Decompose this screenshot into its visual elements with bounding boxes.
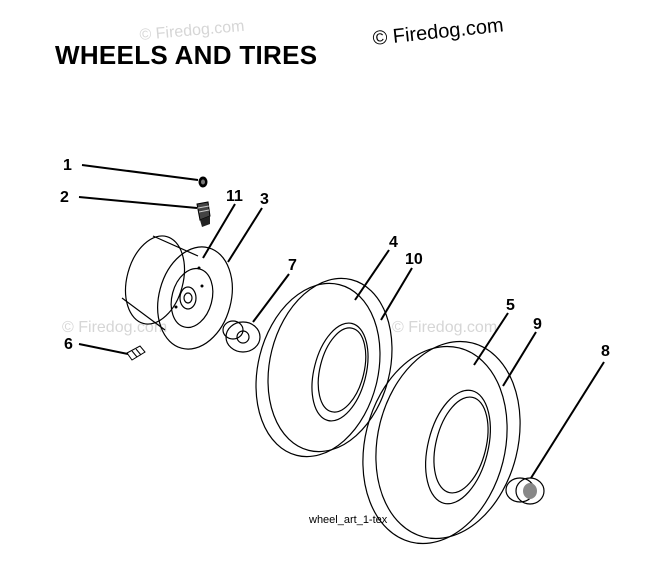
figure-caption: wheel_art_1-tex [309, 514, 388, 526]
callout-8: 8 [601, 343, 610, 360]
leader-line-11 [202, 203, 236, 259]
callout-6: 6 [64, 336, 73, 353]
callout-9: 9 [533, 316, 542, 333]
watermark-left: © Firedog.com [62, 319, 167, 336]
leader-line-3 [227, 207, 263, 263]
wheel-rim-part [121, 235, 233, 350]
diagram-title: WHEELS AND TIRES [55, 40, 318, 70]
callout-1: 1 [63, 157, 72, 174]
leader-line-2 [78, 196, 198, 209]
tire-rear-part [362, 340, 521, 545]
leader-line-8 [530, 361, 605, 479]
hub-cap-part [505, 477, 545, 505]
watermark-top: © Firedog.com [139, 18, 245, 44]
callout-11: 11 [226, 188, 243, 205]
bushing-part [222, 320, 261, 353]
leader-line-1 [81, 164, 199, 181]
callout-2: 2 [60, 189, 69, 206]
grease-fitting-part [126, 345, 146, 361]
valve-stem-part [196, 201, 211, 227]
valve-cap-part [198, 176, 208, 188]
leader-line-7 [252, 273, 290, 323]
leader-line-5 [473, 312, 509, 366]
leader-line-10 [380, 267, 413, 321]
callout-10: 10 [405, 251, 423, 268]
callout-7: 7 [288, 257, 297, 274]
callout-3: 3 [260, 191, 269, 208]
leader-line-4 [354, 249, 390, 301]
leader-line-6 [78, 343, 129, 355]
callout-5: 5 [506, 297, 515, 314]
watermark-right: © Firedog.com [392, 319, 497, 336]
tire-front-part [255, 277, 393, 458]
callout-4: 4 [389, 234, 398, 251]
leader-line-9 [502, 331, 537, 387]
